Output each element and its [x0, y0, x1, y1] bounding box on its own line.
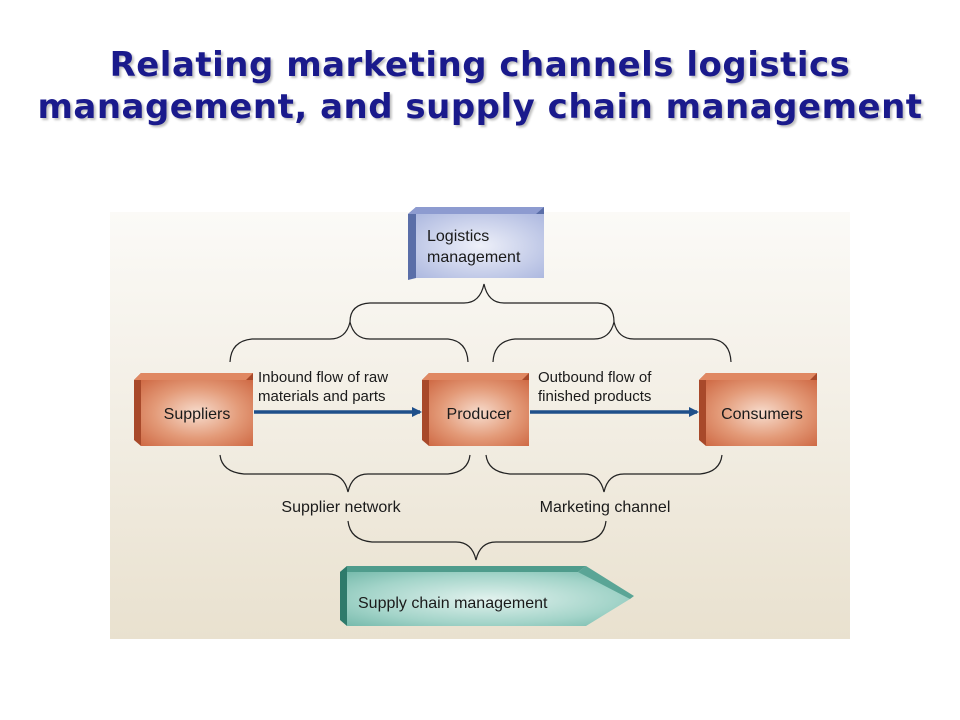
marketing-upper-brace: [492, 321, 732, 363]
supplier-upper-brace: [229, 321, 469, 363]
logistics-label-line-2: management: [427, 249, 521, 266]
outbound-flow-label-line-2: finished products: [538, 388, 651, 405]
outbound-flow-label-line-1: Outbound flow of: [538, 369, 652, 386]
consumers-box: Consumers: [699, 373, 817, 446]
logistics-label-line-1: Logistics: [427, 228, 489, 245]
slide-title-line-1: Relating marketing channels logistics: [109, 45, 851, 85]
inbound-flow-label-line-2: materials and parts: [258, 388, 386, 405]
supplier-network-label: Supplier network: [281, 499, 401, 516]
marketing-channel-label: Marketing channel: [540, 499, 671, 516]
marketing-channel-brace: [485, 454, 723, 493]
logistics-brace: [349, 283, 615, 323]
suppliers-box: Suppliers: [134, 373, 253, 446]
consumers-label: Consumers: [721, 406, 803, 423]
inbound-flow-label-line-1: Inbound flow of raw: [258, 369, 388, 386]
supply-chain-brace: [347, 520, 607, 561]
producer-box: Producer: [422, 373, 529, 446]
slide-title: Relating marketing channels logistics ma…: [0, 44, 960, 128]
supply-chain-management-box: Supply chain management: [340, 566, 634, 626]
logistics-management-box: Logistics management: [408, 207, 544, 280]
slide-title-line-2: management, and supply chain management: [37, 87, 923, 127]
suppliers-label: Suppliers: [164, 406, 231, 423]
supplier-network-brace: [219, 454, 471, 493]
supply-chain-label: Supply chain management: [358, 595, 548, 612]
producer-label: Producer: [447, 406, 513, 423]
